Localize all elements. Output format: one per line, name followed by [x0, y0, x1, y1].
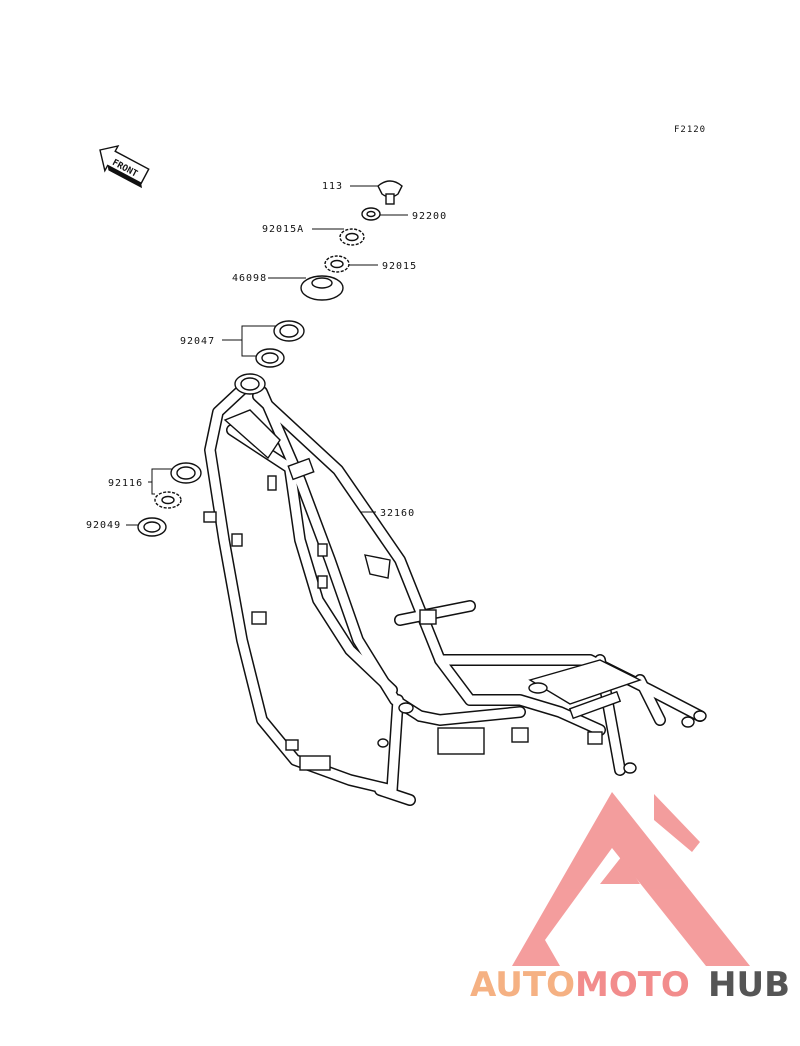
label-92015: 92015	[382, 261, 417, 272]
front-arrow-icon: FRONT	[99, 144, 150, 189]
label-46098: 46098	[232, 273, 267, 284]
part-92200-washer	[361, 207, 408, 221]
label-92200: 92200	[412, 211, 447, 222]
part-46098-cover	[268, 275, 344, 301]
label-92015a: 92015A	[262, 224, 304, 235]
watermark-auto: AUTO	[470, 965, 575, 1005]
label-92049: 92049	[86, 520, 121, 531]
watermark-hub: HUB	[708, 965, 790, 1005]
reference-code: F2120	[674, 125, 706, 135]
label-113: 113	[322, 181, 343, 192]
part-92049-seal	[126, 517, 167, 537]
part-92015-nut	[324, 255, 378, 273]
part-32160-frame	[203, 373, 707, 806]
part-92116-bearings	[148, 462, 202, 509]
watermark-moto: MOTO	[575, 965, 690, 1005]
part-113-cap	[350, 180, 403, 205]
part-92047-races	[222, 320, 305, 368]
label-32160: 32160	[380, 508, 415, 519]
part-92015a-nut	[312, 228, 365, 246]
automotohub-watermark: AUTO MOTO HUB	[470, 965, 790, 1005]
label-92047: 92047	[180, 336, 215, 347]
label-92116: 92116	[108, 478, 143, 489]
automotohub-logo-icon	[512, 792, 750, 966]
